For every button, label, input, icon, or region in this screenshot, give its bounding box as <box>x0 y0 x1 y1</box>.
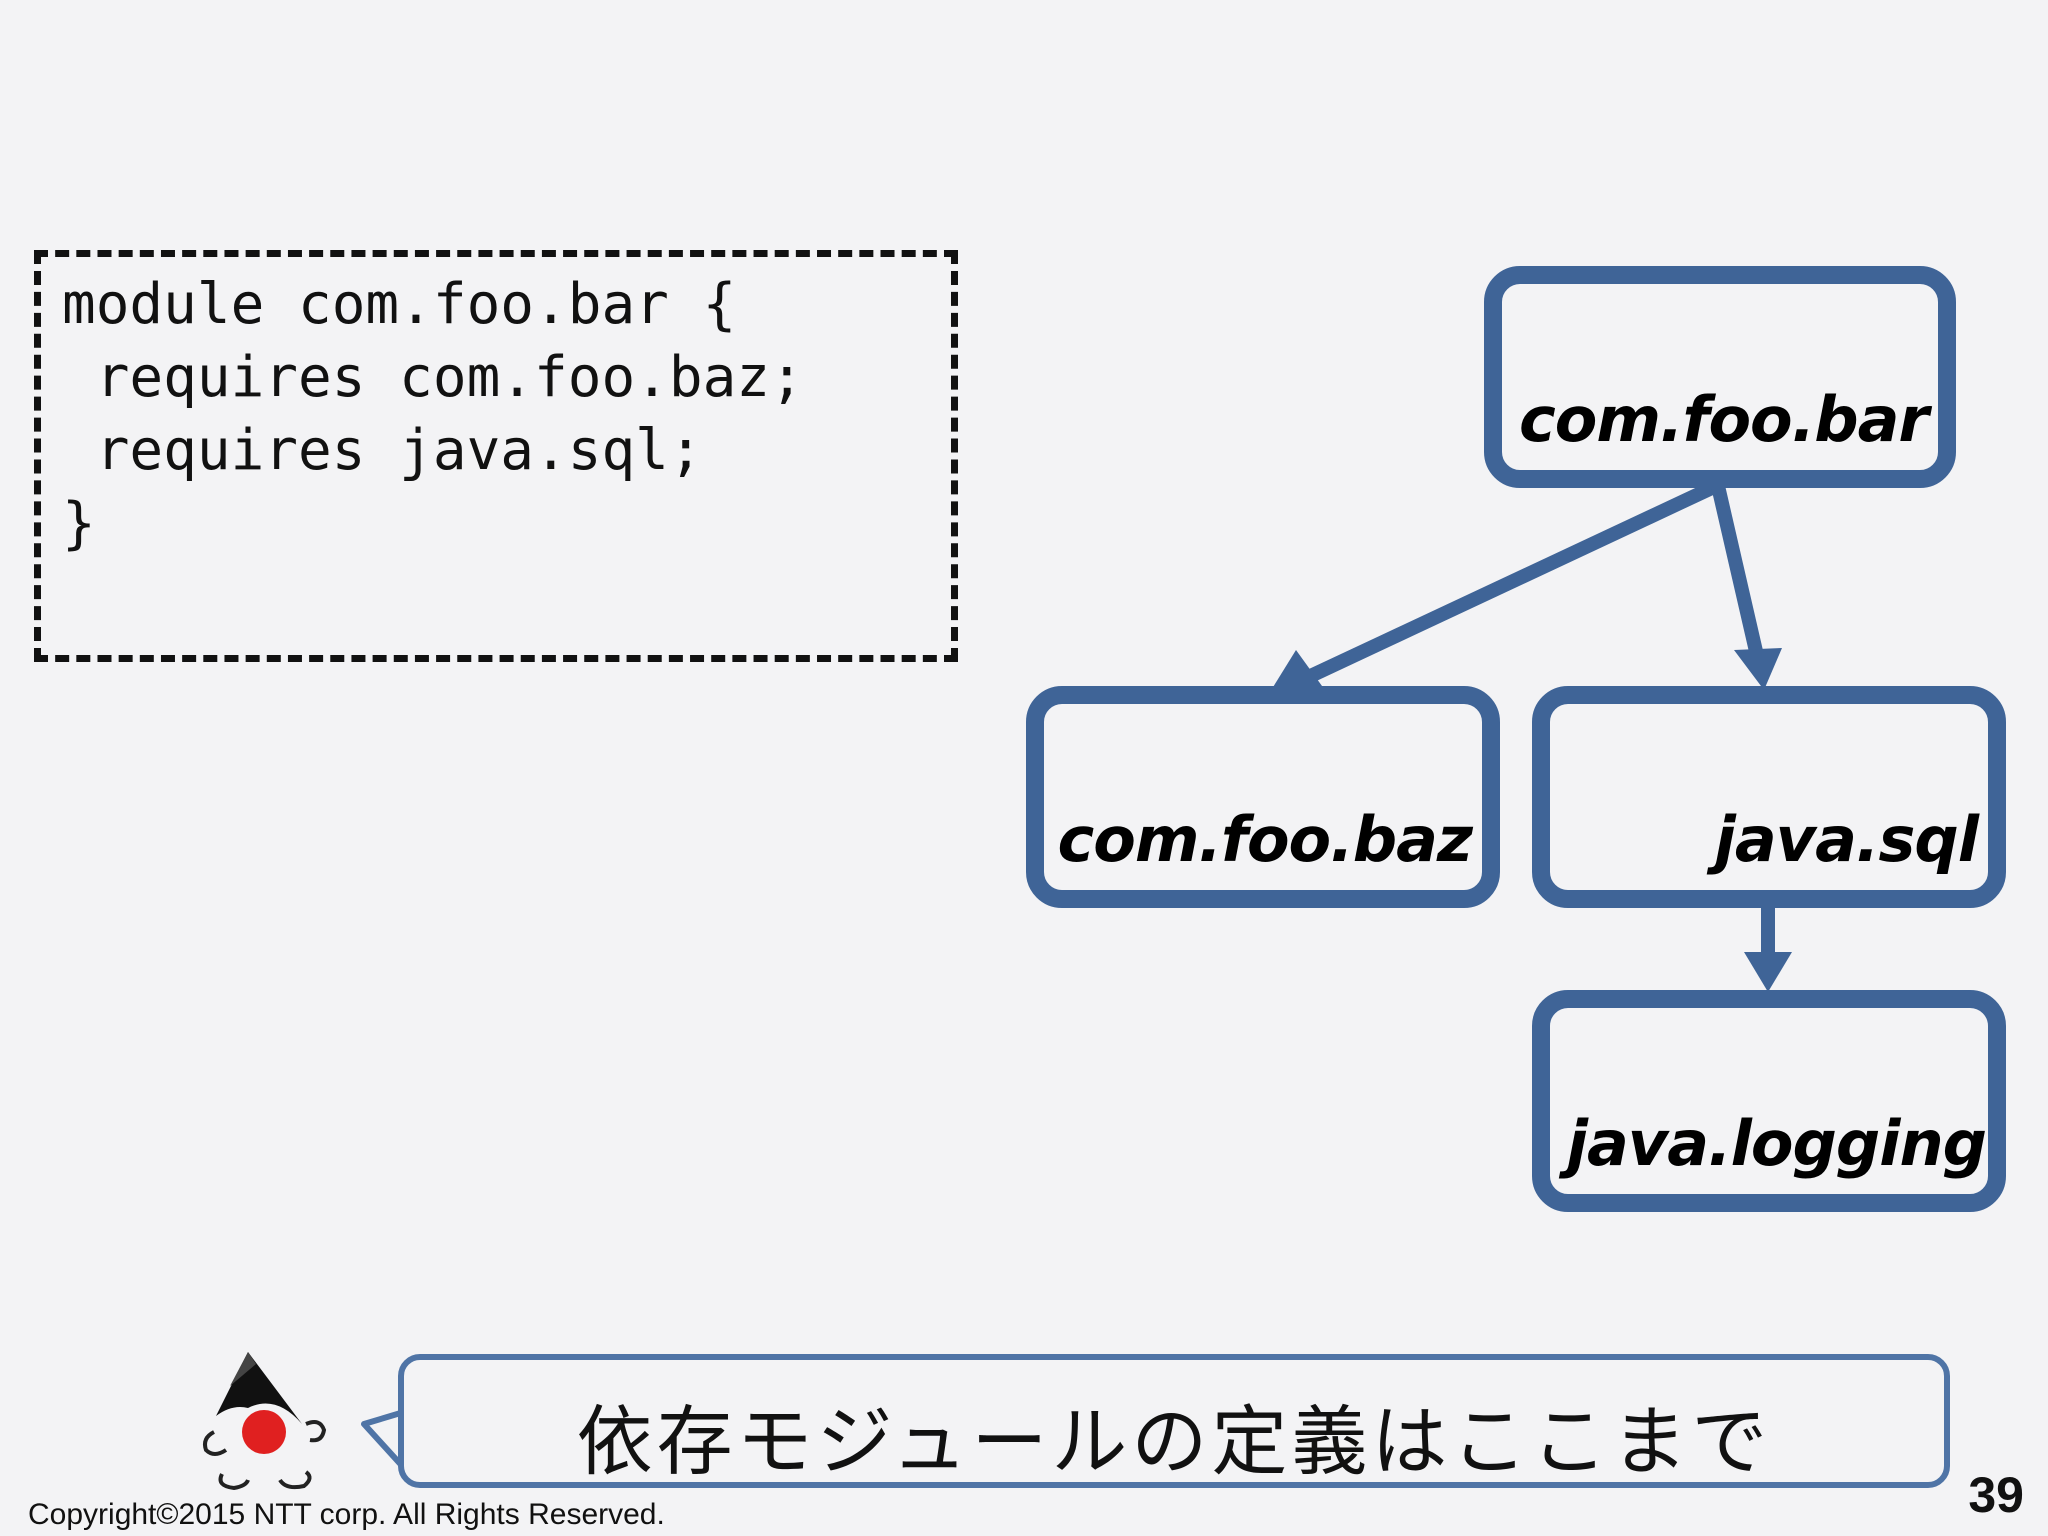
bubble-tail <box>361 1409 407 1471</box>
code-frame <box>34 250 958 662</box>
module-box-com-foo-bar: com.foo.bar <box>1484 266 1956 488</box>
module-label: java.sql <box>1714 803 1979 876</box>
module-box-java-sql: java.sql <box>1532 686 2006 908</box>
speech-bubble: 依存モジュールの定義はここまで <box>398 1354 1950 1488</box>
duke-mascot-icon <box>203 1352 327 1491</box>
module-declaration-code: module com.foo.bar { requires com.foo.ba… <box>62 268 804 560</box>
copyright-text: Copyright©2015 NTT corp. All Rights Rese… <box>28 1498 665 1531</box>
module-label: java.logging <box>1566 1107 1987 1180</box>
arrow-bar-to-baz <box>1299 479 1719 687</box>
module-label: com.foo.baz <box>1057 803 1473 876</box>
arrow-sql-to-logging-head <box>1744 952 1792 992</box>
module-box-java-logging: java.logging <box>1532 990 2006 1212</box>
module-label: com.foo.bar <box>1518 383 1929 456</box>
page-number: 39 <box>1968 1467 2024 1523</box>
arrow-bar-to-sql <box>1711 484 1765 662</box>
arrow-bar-to-sql-head <box>1734 648 1782 690</box>
code-line: } <box>62 491 96 556</box>
code-line: module com.foo.bar { <box>62 272 737 337</box>
code-line: requires com.foo.baz; <box>62 345 804 410</box>
code-line: requires java.sql; <box>62 418 703 483</box>
speech-bubble-text: 依存モジュールの定義はここまで <box>576 1397 1772 1486</box>
module-box-com-foo-baz: com.foo.baz <box>1026 686 1500 908</box>
